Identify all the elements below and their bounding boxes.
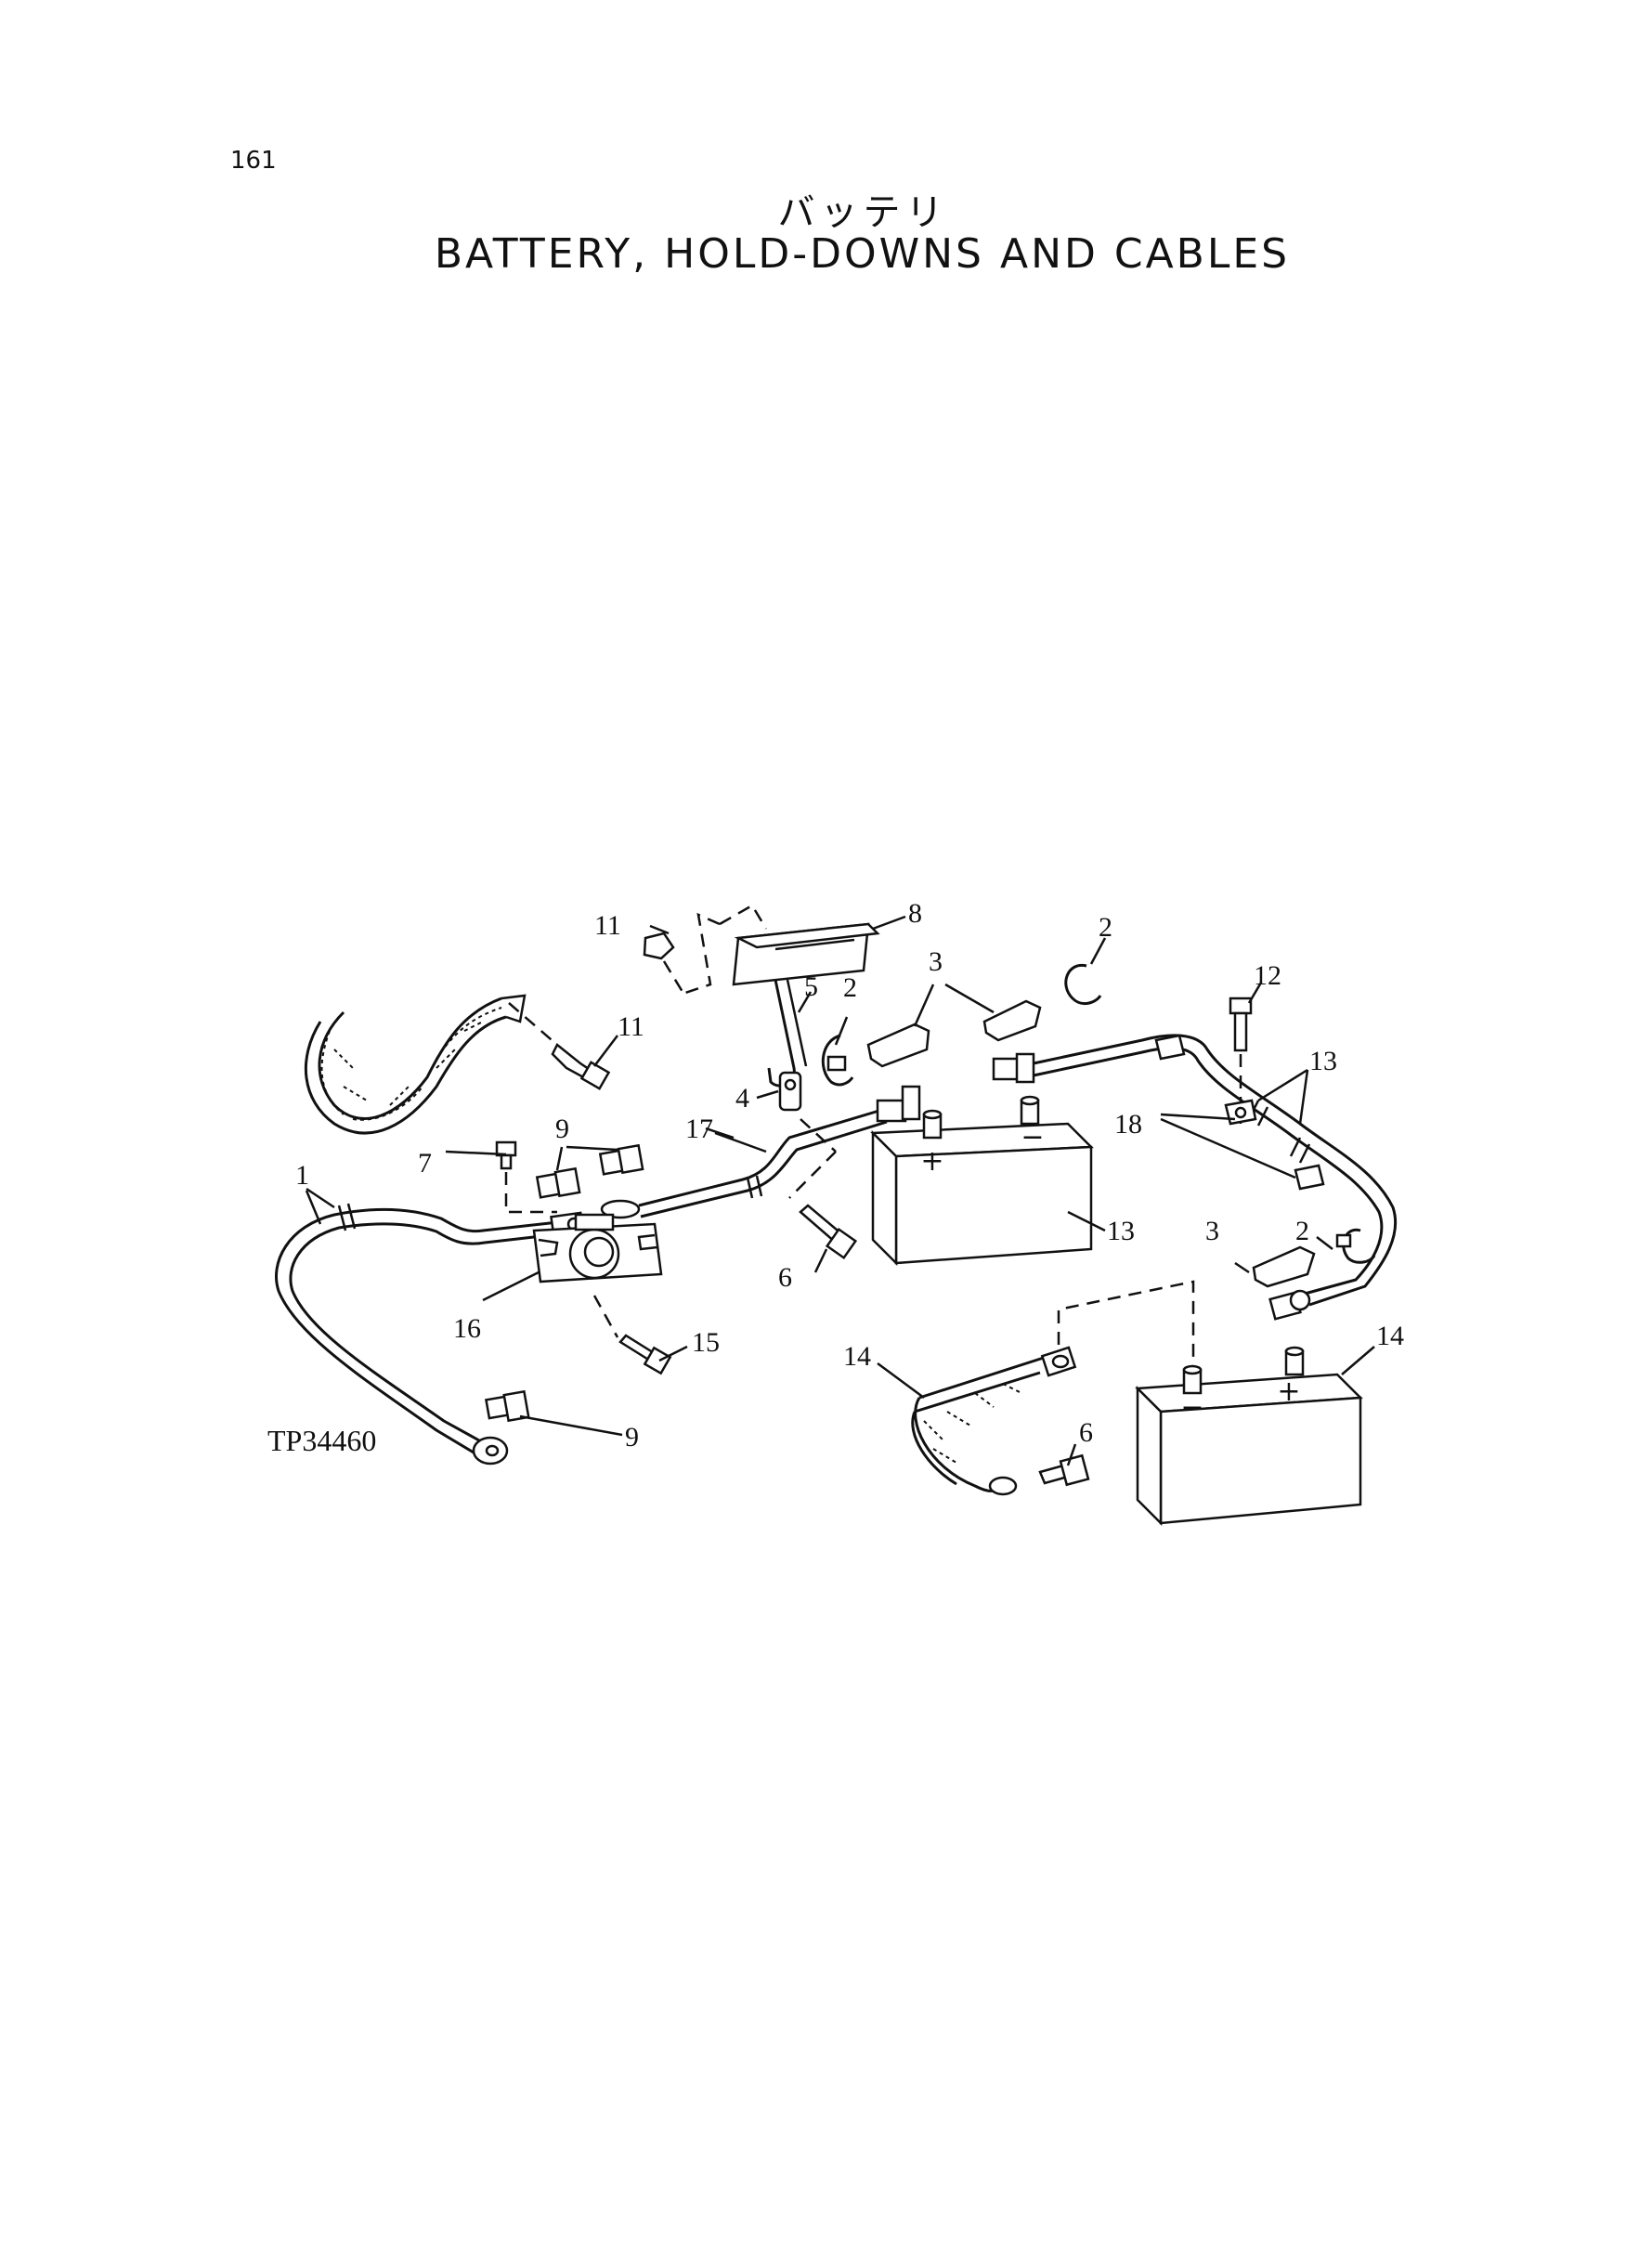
callout-3-top: 3: [929, 946, 943, 977]
terminal-cover-3-a: [866, 1023, 930, 1068]
callout-16: 16: [453, 1313, 481, 1344]
callout-4: 4: [735, 1083, 749, 1114]
callout-18: 18: [1114, 1109, 1142, 1140]
callout-5: 5: [804, 971, 818, 1002]
callout-11-right: 12: [1254, 960, 1281, 991]
bolt-11-right: [1229, 997, 1253, 1124]
callout-10: 11: [594, 910, 621, 941]
callout-2-a: 2: [843, 972, 857, 1003]
callout-13-upper: 13: [1107, 1216, 1135, 1246]
title-japanese: バッテリ: [777, 191, 949, 234]
ground-strap-14: [911, 1346, 1077, 1496]
clip-2-a: [821, 1034, 854, 1087]
callout-9-bottom: 9: [625, 1422, 639, 1453]
strap-14-guide-line: [1057, 1280, 1195, 1365]
hold-down-bracket: [682, 904, 880, 996]
clip-2-b: [1064, 963, 1102, 1006]
callout-15: 15: [692, 1327, 720, 1358]
bolt-6-upper: [799, 1204, 858, 1260]
callout-3-right: 3: [1205, 1216, 1219, 1246]
leader-lines: [305, 915, 1375, 1466]
callout-2-b: 2: [1099, 912, 1112, 943]
callout-11-left: 11: [618, 1011, 644, 1042]
clamp-4: [778, 1071, 837, 1199]
terminal-boot-9-c: [485, 1389, 530, 1423]
clip-2-c: [1335, 1228, 1376, 1264]
callout-6-upper: 6: [778, 1262, 792, 1293]
callout-13-lower: 14: [1376, 1321, 1404, 1351]
callout-8: 8: [908, 898, 922, 929]
callout-6-lower: 6: [1079, 1417, 1093, 1448]
callout-7: 7: [418, 1148, 432, 1179]
terminal-cover-3-b: [982, 999, 1042, 1042]
battery-lower-minus: −: [1180, 1391, 1203, 1424]
battery-upper-minus: −: [1021, 1121, 1044, 1153]
callout-9-top: 9: [555, 1114, 569, 1144]
callout-12: 13: [1309, 1046, 1337, 1076]
terminal-boot-9-b: [598, 1143, 644, 1176]
figure-reference: TP34460: [267, 1424, 376, 1457]
bolt-15: [592, 1295, 672, 1375]
battery-lower-plus: +: [1277, 1375, 1300, 1408]
title-english: BATTERY, HOLD-DOWNS AND CABLES: [434, 230, 1291, 278]
bolt-6-lower: [1038, 1453, 1090, 1487]
page-number: 161: [230, 147, 277, 175]
callout-1: 1: [295, 1160, 309, 1191]
screw-7: [495, 1140, 557, 1214]
ground-strap-braided: [304, 994, 527, 1135]
cable-17: [600, 1085, 921, 1219]
callout-2-c: 2: [1295, 1216, 1309, 1246]
callout-17: 17: [685, 1114, 713, 1144]
terminal-boot-9-a: [535, 1166, 581, 1199]
battery-lower: [1135, 1346, 1363, 1527]
battery-upper: [870, 1095, 1094, 1267]
disconnect-switch-16: [532, 1213, 663, 1283]
callout-14: 14: [843, 1341, 871, 1372]
cable-12: [992, 1034, 1398, 1321]
j-bolt-5: [767, 979, 808, 1088]
bolt-11-left: [508, 1002, 611, 1090]
battery-upper-plus: +: [920, 1145, 943, 1178]
nut-10: [643, 932, 684, 993]
terminal-cover-3-c: [1252, 1245, 1316, 1288]
